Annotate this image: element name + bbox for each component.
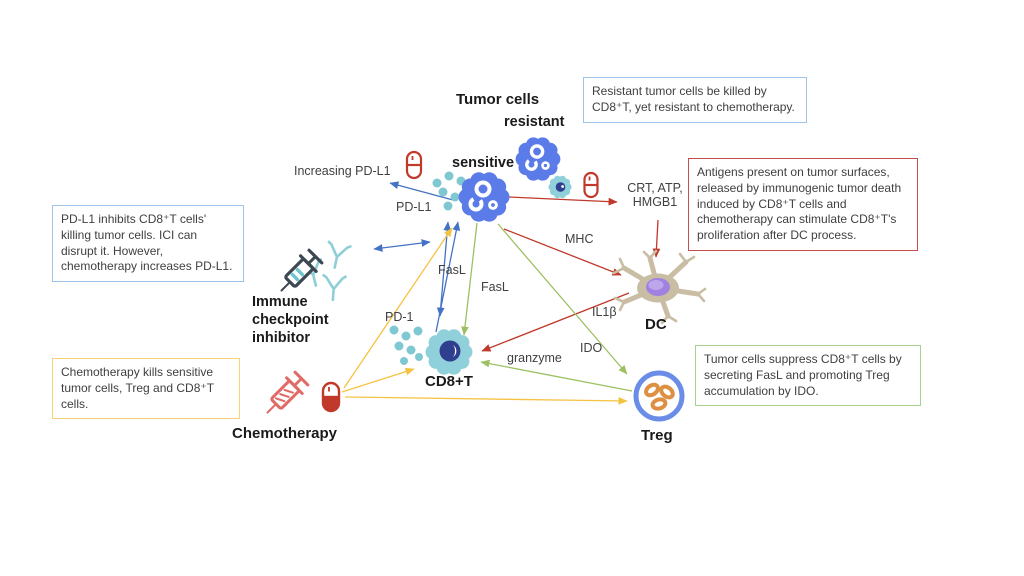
arrow-mhc-to-dc: [503, 228, 622, 276]
immunogenic-death-pill-icon: [583, 171, 599, 199]
arrow-chemo-to-tumor: [343, 227, 453, 389]
mhc-label: MHC: [565, 232, 594, 246]
arrow-tumor-to-crt: [508, 196, 618, 206]
increasing-pdl1-label: Increasing PD-L1: [294, 164, 391, 178]
crt-atp-line1: CRT, ATP,: [627, 181, 683, 195]
pdl1-pill-icon: [405, 150, 423, 180]
antigen-note-box: Antigens present on tumor surfaces, rele…: [688, 158, 918, 252]
pdl1-note-box: PD-L1 inhibits CD8⁺T cells' killing tumo…: [52, 205, 244, 283]
cd8t-label: CD8+T: [425, 373, 473, 390]
ici-label: Immune checkpoint inhibitor: [252, 294, 329, 346]
chemotherapy-label: Chemotherapy: [232, 425, 338, 442]
ido-label: IDO: [580, 341, 603, 355]
chemo-note-box: Chemotherapy kills sensitive tumor cells…: [52, 358, 240, 420]
arrow-increasing-pdl1: [389, 181, 454, 201]
chemo-syringe-icon: [266, 370, 310, 414]
fasl-label-1: FasL: [438, 263, 466, 277]
dc-cell-icon: [612, 249, 707, 325]
treg-cell-icon: [633, 370, 685, 422]
secreted-dots-pd1: [389, 325, 423, 365]
dc-label: DC: [645, 316, 667, 333]
fasl-label-2: FasL: [481, 280, 509, 294]
tumor-cells-title: Tumor cells: [456, 91, 540, 108]
sensitive-tumor-cell-icon: [458, 172, 510, 222]
arrow-chemo-to-treg: [344, 396, 628, 405]
dying-cell-icon: [548, 175, 572, 199]
sensitive-label: sensitive: [452, 155, 515, 171]
pdl1-label: PD-L1: [396, 200, 432, 214]
arrow-chemo-to-cd8: [341, 367, 415, 393]
resistant-label: resistant: [504, 114, 565, 130]
chemo-pill-icon: [321, 381, 341, 413]
arrow-il1b-dc-to-cd8: [481, 292, 630, 352]
resistant-note-box: Resistant tumor cells be killed by CD8⁺T…: [583, 77, 807, 123]
arrow-ido-tumor-to-treg: [497, 223, 628, 375]
resistant-tumor-cell-icon: [515, 137, 561, 181]
arrow-fasl-cd8-to-tumor: [435, 221, 461, 333]
suppress-note-box: Tumor cells suppress CD8⁺T cells by secr…: [695, 345, 921, 407]
ici-syringe-icon: [280, 248, 324, 292]
arrow-fasl-tumor-to-cd8: [461, 222, 478, 336]
cd8t-cell-icon: [425, 329, 473, 375]
il1b-label: IL1β: [592, 305, 617, 319]
pd1-label: PD-1: [385, 310, 414, 324]
arrow-pdl1-pd1: [436, 221, 452, 317]
treg-label: Treg: [641, 427, 673, 444]
crt-atp-hmgb1-label: CRT, ATP, HMGB1: [613, 181, 697, 209]
arrow-ici-pdl1: [373, 239, 431, 252]
arrow-granzyme-treg-to-cd8: [480, 359, 633, 392]
crt-atp-line2: HMGB1: [632, 195, 678, 209]
granzyme-label: granzyme: [507, 351, 562, 365]
